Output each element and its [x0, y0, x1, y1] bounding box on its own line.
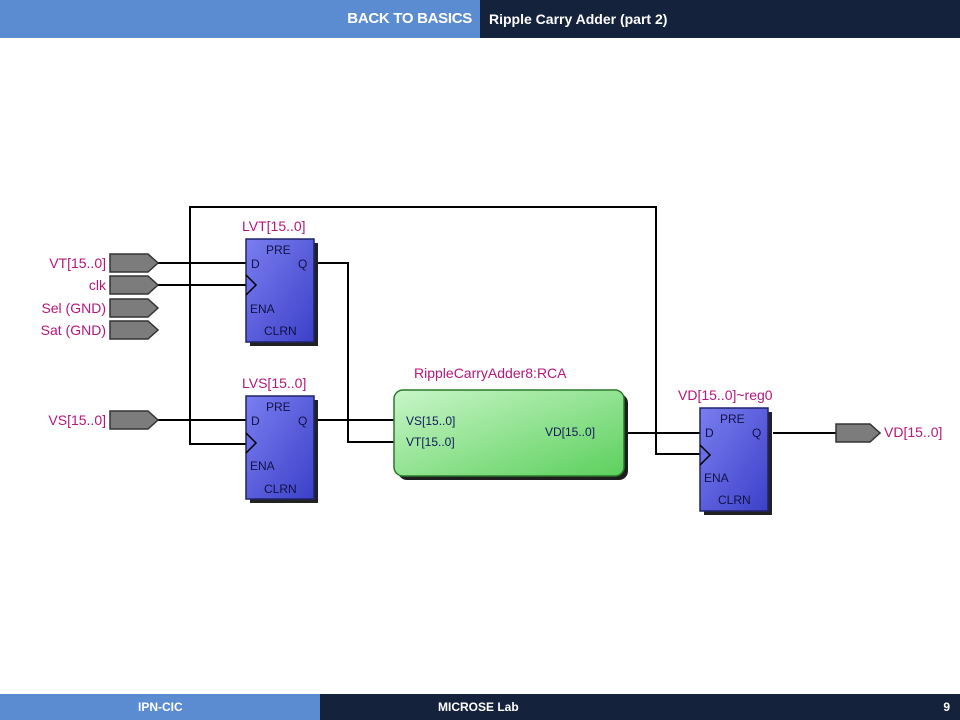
port-ena: ENA — [250, 302, 275, 316]
port-d: D — [251, 414, 260, 428]
footer-center-bar: MICROSE Lab — [320, 694, 640, 720]
ripple-carry-adder-block: RippleCarryAdder8:RCA VS[15..0] VT[15..0… — [393, 365, 628, 480]
footer-right-bar: 9 — [640, 694, 960, 720]
register-name: LVS[15..0] — [242, 375, 306, 391]
port-d: D — [251, 257, 260, 271]
input-pin-label: Sat (GND) — [41, 322, 106, 338]
header-title: Ripple Carry Adder (part 2) — [489, 11, 668, 27]
input-pin-vt: VT[15..0] — [49, 253, 160, 273]
port-q: Q — [298, 414, 307, 428]
header-section-bar: BACK TO BASICS — [0, 0, 480, 38]
register-name: LVT[15..0] — [242, 218, 306, 234]
header-title-bar: Ripple Carry Adder (part 2) — [480, 0, 960, 38]
input-pin-label: clk — [89, 277, 107, 293]
port-d: D — [705, 426, 714, 440]
adder-name: RippleCarryAdder8:RCA — [414, 365, 567, 381]
output-pin-vd: VD[15..0] — [835, 423, 942, 443]
port-clrn: CLRN — [264, 324, 297, 338]
port-pre: PRE — [266, 400, 291, 414]
port-pre: PRE — [720, 412, 745, 426]
register-name: VD[15..0]~reg0 — [678, 387, 773, 403]
register-lvs: LVS[15..0] PRE D Q ENA CLRN — [242, 375, 318, 503]
output-pin-label: VD[15..0] — [884, 424, 942, 440]
port-q: Q — [752, 426, 761, 440]
page-number: 9 — [943, 700, 950, 714]
register-vd: VD[15..0]~reg0 PRE D Q ENA CLRN — [678, 387, 773, 515]
port-clrn: CLRN — [718, 493, 751, 507]
footer-center: MICROSE Lab — [438, 700, 519, 714]
port-q: Q — [298, 257, 307, 271]
input-pin-label: VT[15..0] — [49, 255, 106, 271]
input-pin-clk: clk — [89, 275, 160, 295]
register-lvt: LVT[15..0] PRE D Q ENA CLRN — [242, 218, 318, 346]
input-pin-label: Sel (GND) — [41, 300, 106, 316]
input-pin-label: VS[15..0] — [48, 412, 106, 428]
header-section: BACK TO BASICS — [347, 10, 472, 27]
wires — [156, 206, 838, 455]
ripple-carry-adder-schematic: VT[15..0] clk Sel (GND) Sat (GND) VS[15.… — [41, 206, 942, 515]
footer-left: IPN-CIC — [138, 700, 183, 714]
port-ena: ENA — [704, 471, 729, 485]
port-pre: PRE — [266, 243, 291, 257]
input-pins: VT[15..0] clk Sel (GND) Sat (GND) VS[15.… — [41, 253, 160, 430]
input-pin-vs: VS[15..0] — [48, 410, 160, 430]
adder-input-vs: VS[15..0] — [406, 414, 455, 428]
port-ena: ENA — [250, 459, 275, 473]
input-pin-sel: Sel (GND) — [41, 298, 160, 318]
adder-input-vt: VT[15..0] — [406, 435, 455, 449]
footer-left-bar: IPN-CIC — [0, 694, 320, 720]
port-clrn: CLRN — [264, 482, 297, 496]
input-pin-sat: Sat (GND) — [41, 320, 160, 340]
adder-output-vd: VD[15..0] — [545, 425, 595, 439]
